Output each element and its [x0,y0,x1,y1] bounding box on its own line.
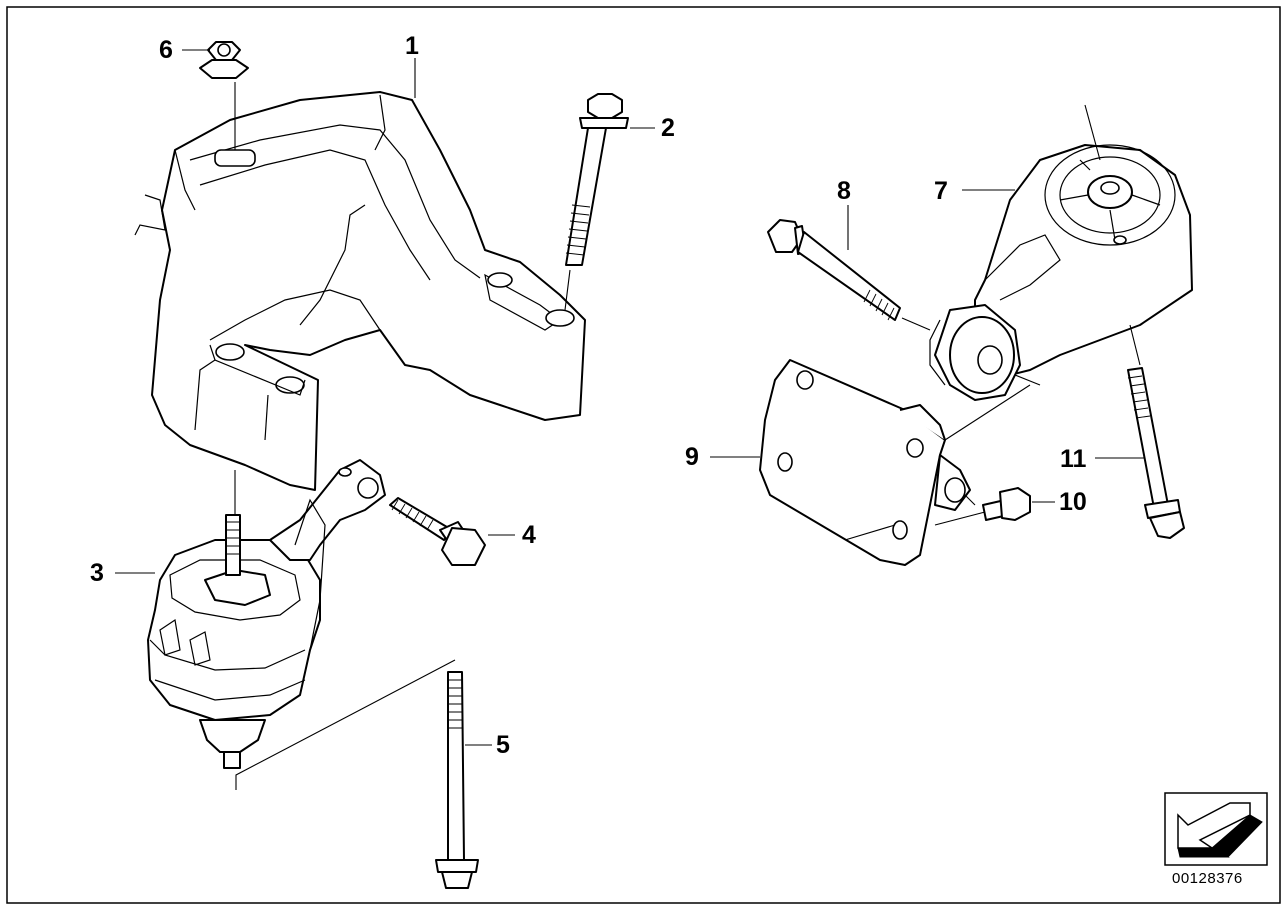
leader-lines [115,49,1015,574]
callout-8[interactable]: 8 [837,177,851,205]
callout-9[interactable]: 9 [685,443,699,471]
bolt-part-5[interactable] [235,659,492,889]
engine-mount-part-3[interactable] [147,459,386,769]
callout-2[interactable]: 2 [661,114,675,142]
callout-3[interactable]: 3 [90,559,104,587]
bolt-part-11[interactable] [1095,367,1185,539]
frame-border [6,6,1281,904]
nut-part-6[interactable] [199,41,249,150]
callout-6[interactable]: 6 [159,36,173,64]
callout-7[interactable]: 7 [934,177,948,205]
plate-part-9[interactable] [710,359,1041,566]
callout-1[interactable]: 1 [405,32,419,60]
callout-11[interactable]: 11 [1060,445,1087,473]
reference-number: 00128376 [1172,870,1243,887]
callout-4[interactable]: 4 [522,521,536,549]
arrow-icon[interactable] [1164,792,1268,866]
bolt-part-10[interactable] [934,487,1055,526]
bolt-part-8[interactable] [767,219,931,331]
bolt-part-2[interactable] [564,93,629,311]
rear-mount-part-7[interactable] [929,104,1193,401]
bolt-part-4[interactable] [389,497,515,566]
callout-5[interactable]: 5 [496,731,510,759]
callout-10[interactable]: 10 [1059,488,1087,516]
bracket-part-1[interactable] [134,91,586,491]
